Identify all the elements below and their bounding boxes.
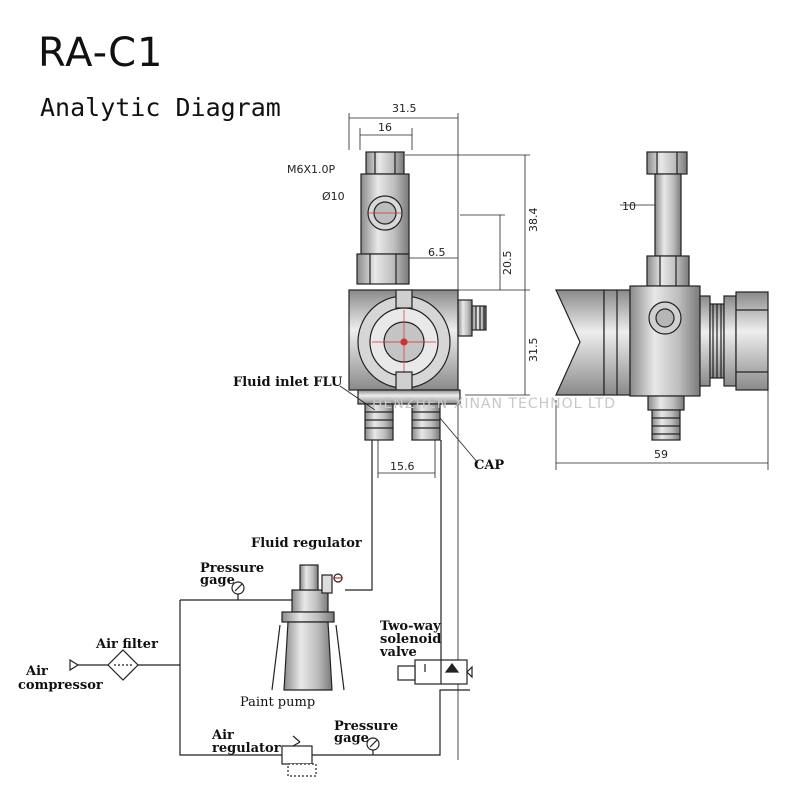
dim-height-c: 31.5 [527,338,540,363]
label-air-regulator-line1: Air [211,728,234,743]
dim-thread: M6X1.0P [287,163,336,176]
label-paint-pump: Paint pump [240,695,315,710]
label-valve-line1: Two-way [380,619,441,634]
label-air-compressor-line1: Air [25,664,48,679]
dim-side-width: 59 [654,448,668,461]
dim-inlet-spacing: 15.6 [390,460,415,473]
dim-diameter: Ø10 [322,190,345,203]
label-pressure-gage-1-line2: gage [200,573,235,588]
dim-top-width: 31.5 [392,102,417,115]
label-pressure-gage-2-line2: gage [334,731,369,746]
label-fluid-regulator: Fluid regulator [251,536,362,551]
label-air-compressor-line2: compressor [18,678,103,693]
label-valve-line2: solenoid [380,632,441,647]
dim-height-b: 38.4 [527,208,540,233]
dim-small: 6.5 [428,246,446,259]
label-air-regulator-line2: regulator [212,741,281,756]
label-fluid-inlet: Fluid inlet FLU [233,375,343,390]
front-view [339,113,530,760]
system-schematic [69,440,473,777]
dim-inner-width: 16 [378,121,392,134]
label-valve-line3: valve [379,645,417,660]
label-cap: CAP [474,458,504,473]
watermark: HENZHEN XINAN TECHNOL LTD [372,396,616,412]
diagram-title: RA-C1 [38,30,164,76]
dim-height-a: 20.5 [501,251,514,276]
label-pressure-gage-1-line1: Pressure [200,561,264,576]
label-pressure-gage-2-line1: Pressure [334,719,398,734]
side-view [555,151,769,470]
diagram-subtitle: Analytic Diagram [40,93,281,122]
dim-side-small: 10 [622,200,636,213]
label-air-filter: Air filter [95,637,158,652]
